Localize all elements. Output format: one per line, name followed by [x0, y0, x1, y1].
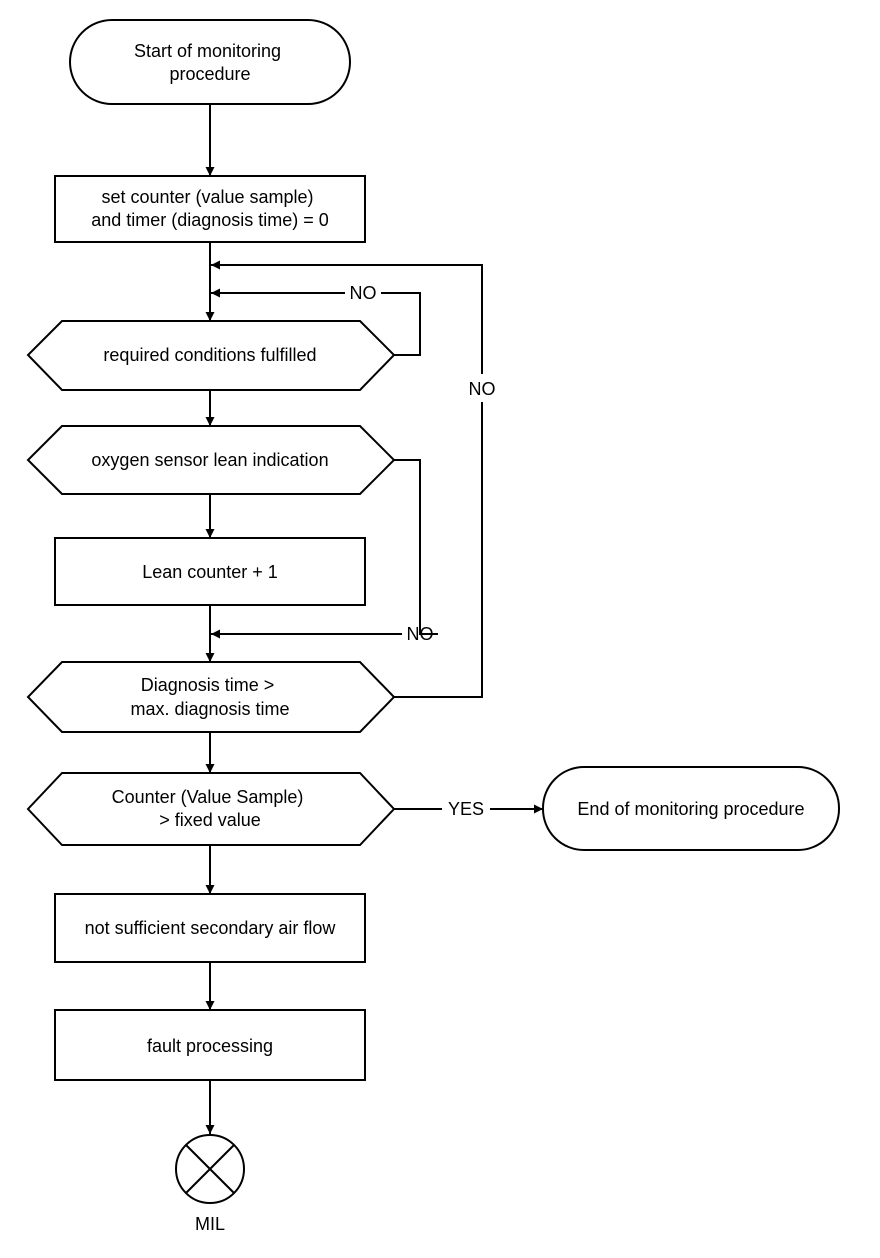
- start-terminator: [69, 19, 351, 105]
- oxygen-no-label: NO: [407, 624, 434, 644]
- fault-processing-box: [54, 1009, 366, 1081]
- end-node: End of monitoring procedure: [542, 766, 840, 851]
- diagnosis-time-decision: [26, 661, 396, 733]
- set-counter-node: set counter (value sample) and timer (di…: [54, 175, 366, 243]
- start-label: Start of monitoring procedure: [134, 41, 286, 84]
- fault-processing-node: fault processing: [54, 1009, 366, 1081]
- required-conditions-label: required conditions fulfilled: [103, 345, 316, 365]
- oxygen-sensor-decision: [26, 425, 396, 495]
- counter-check-label: Counter (Value Sample) > fixed value: [112, 787, 309, 830]
- not-sufficient-node: not sufficient secondary air flow: [54, 893, 366, 963]
- start-node: Start of monitoring procedure: [69, 19, 351, 105]
- oxygen-sensor-node: oxygen sensor lean indication: [26, 425, 396, 495]
- diagnosis-time-node: Diagnosis time > max. diagnosis time: [26, 661, 396, 733]
- loop-oxygen-no: [394, 459, 438, 635]
- not-sufficient-box: [54, 893, 366, 963]
- end-label: End of monitoring procedure: [577, 799, 804, 819]
- mil-label: MIL: [195, 1214, 225, 1234]
- connectors: [205, 104, 543, 1134]
- diagnosis-time-label: Diagnosis time > max. diagnosis time: [130, 675, 289, 719]
- diagnosis-no-label: NO: [469, 379, 496, 399]
- end-terminator: [542, 766, 840, 851]
- not-sufficient-label: not sufficient secondary air flow: [85, 918, 337, 938]
- fault-processing-label: fault processing: [147, 1036, 273, 1056]
- mil-cross-b: [185, 1144, 235, 1194]
- mil-node: MIL: [175, 1134, 245, 1234]
- required-no-label: NO: [350, 283, 377, 303]
- counter-check-node: Counter (Value Sample) > fixed value: [26, 772, 396, 846]
- loop-diagnosis-no-lower: [394, 402, 483, 698]
- loop-required-no: [381, 292, 421, 356]
- loop-diagnosis-no-upper: [211, 260, 483, 374]
- lean-counter-node: Lean counter + 1: [54, 537, 366, 606]
- counter-yes-label: YES: [448, 799, 484, 819]
- counter-check-decision: [26, 772, 396, 846]
- lean-counter-label: Lean counter + 1: [142, 562, 278, 582]
- required-conditions-decision: [26, 320, 396, 391]
- lean-counter-box: [54, 537, 366, 606]
- set-counter-box: [54, 175, 366, 243]
- required-conditions-node: required conditions fulfilled: [26, 320, 396, 391]
- oxygen-sensor-label: oxygen sensor lean indication: [91, 450, 328, 470]
- set-counter-label: set counter (value sample) and timer (di…: [91, 187, 329, 230]
